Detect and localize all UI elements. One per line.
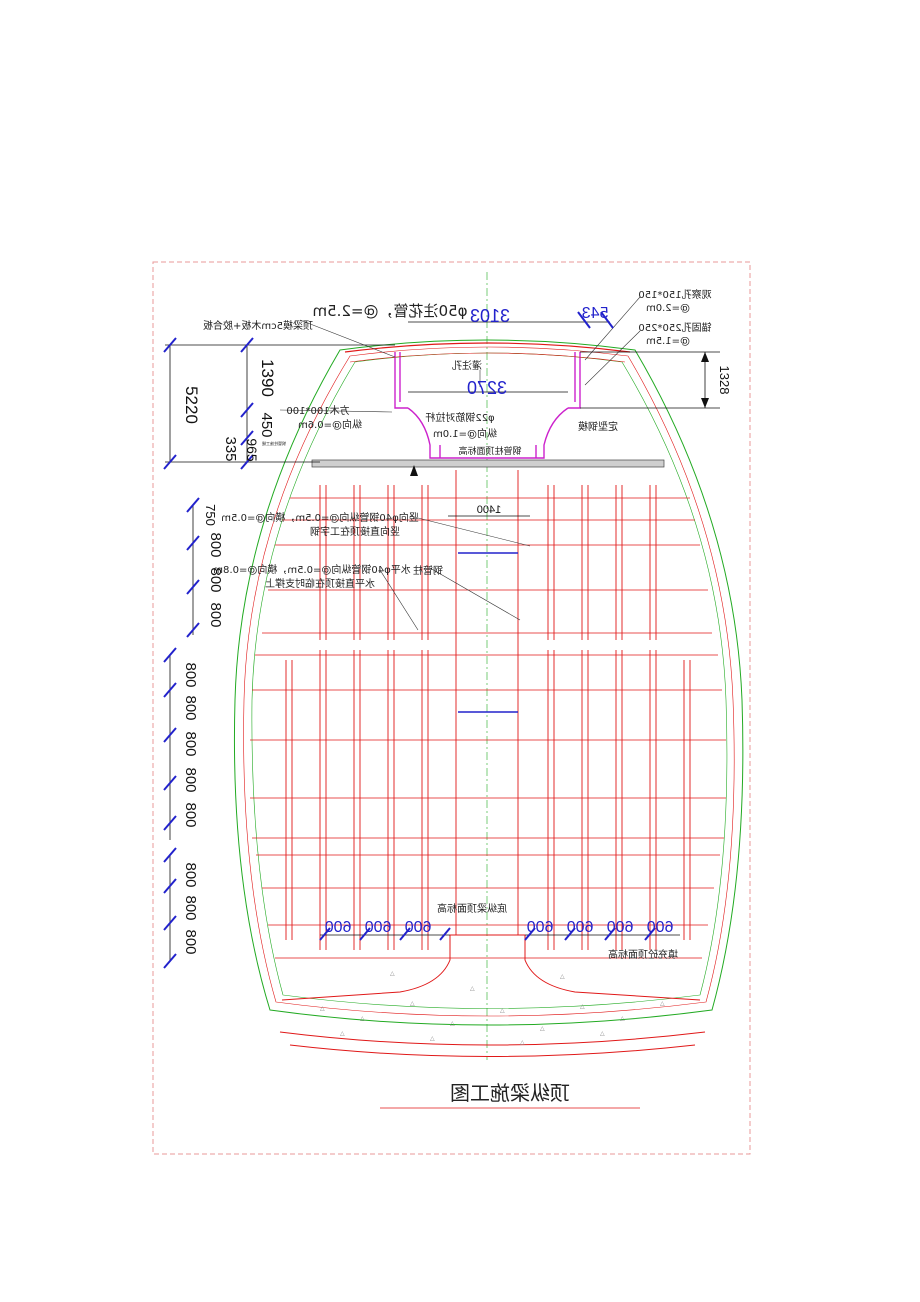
svg-text:△: △ (360, 1015, 365, 1022)
arrow-marker-2 (701, 352, 709, 362)
dim-600-right: 600 (527, 919, 554, 936)
dim-1390: 1390 (258, 359, 277, 397)
dim-3270: 3270 (467, 378, 507, 398)
label-steel-formwork: 定型钢模 (578, 420, 618, 433)
dim-800: 800 (182, 929, 199, 954)
top-beam (394, 352, 581, 459)
leader-lines (279, 296, 641, 631)
dim-300-b: 300 (0, 0, 6, 2)
label-obs-hole: 观察孔150*150 (638, 288, 711, 301)
column-top-plate (311, 459, 665, 468)
dim-800: 800 (182, 802, 199, 827)
label-obs-hole-spacing: @=2.0m (646, 303, 690, 314)
label-vert-pipe-2: 竖向直接顶在工字钢 (310, 525, 400, 538)
dim-600-right: 600 (607, 919, 634, 936)
dim-600-right: 600 (567, 919, 594, 936)
label-small-note: 钢管柱施工缝 (262, 440, 286, 446)
dimension-lines (165, 321, 720, 962)
dim-335: 335 (222, 436, 239, 461)
svg-text:△: △ (320, 1005, 325, 1012)
svg-text:△: △ (540, 1025, 545, 1032)
svg-text:△: △ (560, 973, 565, 980)
dim-965: 965 (244, 438, 260, 462)
label-small-pipe: φ50注花管，@=2.5m (312, 302, 467, 320)
svg-text:△: △ (520, 1039, 525, 1046)
label-grout-hole: 灌注孔 (452, 359, 482, 372)
drawing-title: 顶纵梁施工图 (450, 1081, 570, 1105)
label-rebar-tie: φ22钢筋对拉杆 (425, 411, 494, 424)
dim-800: 800 (182, 731, 199, 756)
dim-3103: 3103 (470, 306, 510, 326)
svg-text:△: △ (500, 1007, 505, 1014)
label-steel-column: 钢管柱 (413, 564, 443, 577)
svg-text:△: △ (410, 1000, 415, 1007)
svg-text:△: △ (430, 1035, 435, 1042)
bottom-slab (279, 1031, 706, 1057)
label-bottom-beam: 底纵梁顶面标高 (437, 902, 507, 915)
dim-800: 800 (207, 602, 224, 627)
dim-800: 800 (182, 862, 199, 887)
vertical-struts (285, 485, 691, 950)
dim-25: 25 (0, 0, 4, 2)
label-vert-pipe: 竖向φ40钢管纵向@=0.5m，横向@=0.5m (221, 511, 418, 524)
tunnel-inner-profile (251, 352, 728, 1009)
top-slab-arc (344, 342, 631, 353)
dim-600-right: 600 (647, 919, 674, 936)
dim-800: 800 (182, 767, 199, 792)
dim-543: 543 (582, 305, 609, 322)
label-horiz-pipe-2: 水平直接顶在临时支撑上 (265, 577, 375, 590)
fill-concrete-texture: △ △ △ △ △ △ △ △ △ △ △ △ △ △ △ △ (320, 970, 665, 1046)
frame-horizontal-lines (250, 497, 726, 959)
dim-800: 800 (182, 895, 199, 920)
label-anchor-hole-spacing: @=1.5m (646, 336, 690, 347)
label-anchor-hole: 锚固孔250*250 (638, 322, 711, 334)
label-timber: 方木100*100 (286, 404, 349, 417)
svg-text:△: △ (600, 1030, 605, 1037)
dim-1400: 1400 (477, 504, 501, 516)
label-fill: 填充砼顶面标高 (608, 948, 678, 961)
arrow-marker (410, 465, 418, 476)
steel-column (455, 470, 519, 935)
label-column-top: 钢管柱顶面标高 (458, 445, 521, 457)
svg-text:△: △ (390, 970, 395, 977)
svg-text:△: △ (470, 985, 475, 992)
lining-profile (243, 346, 735, 1017)
dim-600-left: 600 (405, 919, 432, 936)
dim-800: 800 (182, 695, 199, 720)
label-horiz-pipe: 水平φ40钢管纵向@=0.5m，横向@=0.8m (213, 563, 410, 576)
label-rebar-tie-spacing: 纵向@=1.0m (433, 427, 497, 440)
sheet-border (152, 261, 751, 1155)
svg-text:△: △ (340, 1030, 345, 1037)
dim-800: 800 (182, 662, 199, 687)
dim-750: 750 (203, 504, 218, 526)
bottom-beam (281, 935, 701, 1001)
svg-text:△: △ (660, 1000, 665, 1007)
label-formwork: 顶梁模5cm木板+胶合板 (203, 319, 313, 332)
arrow-marker-3 (701, 398, 709, 408)
dim-5220: 5220 (182, 386, 201, 424)
dim-600-left: 600 (365, 919, 392, 936)
svg-text:△: △ (450, 1020, 455, 1027)
svg-text:△: △ (580, 1003, 585, 1010)
dimension-ticks (163, 311, 656, 969)
dim-800: 800 (207, 567, 224, 592)
dim-1328: 1328 (717, 366, 732, 395)
dim-300-a: 300 (0, 0, 6, 2)
label-timber-spacing: 纵向@=0.6m (298, 418, 362, 431)
dim-600-left: 600 (325, 919, 352, 936)
dim-800: 800 (207, 532, 224, 557)
svg-text:△: △ (620, 1015, 625, 1022)
dim-450: 450 (258, 412, 275, 437)
tunnel-outer-profile (233, 339, 744, 1026)
